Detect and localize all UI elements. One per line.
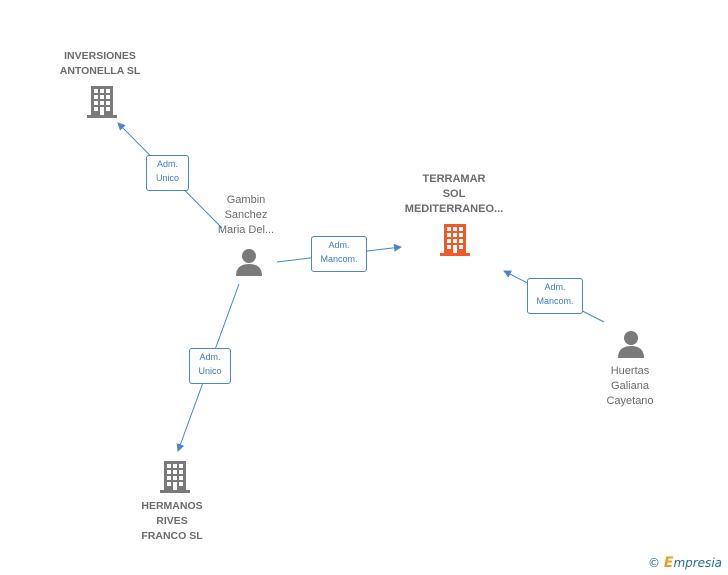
building-icon[interactable] bbox=[86, 84, 118, 120]
person-icon[interactable] bbox=[234, 247, 264, 277]
building-icon[interactable] bbox=[159, 459, 191, 495]
company-label-inversiones[interactable]: INVERSIONES ANTONELLA SL bbox=[59, 50, 141, 77]
copyright-icon: © bbox=[648, 556, 661, 570]
company-label-hermanos[interactable]: HERMANOS RIVES FRANCO SL bbox=[141, 500, 203, 542]
empresia-logo: © Empresia bbox=[648, 555, 722, 571]
relation-label-huertas-terramar[interactable]: Adm. Mancom. bbox=[527, 278, 583, 314]
relation-label-gambin-terramar[interactable]: Adm. Mancom. bbox=[311, 236, 367, 272]
company-label-terramar[interactable]: TERRAMAR SOL MEDITERRANEO... bbox=[404, 173, 504, 215]
building-icon-main[interactable] bbox=[439, 222, 471, 258]
person-label-gambin[interactable]: Gambin Sanchez Maria Del... bbox=[217, 194, 275, 236]
person-icon[interactable] bbox=[616, 329, 646, 359]
person-label-huertas[interactable]: Huertas Galiana Cayetano bbox=[606, 365, 654, 407]
relation-label-gambin-hermanos[interactable]: Adm. Unico bbox=[189, 348, 231, 384]
relation-label-gambin-inversiones[interactable]: Adm. Unico bbox=[146, 155, 189, 191]
